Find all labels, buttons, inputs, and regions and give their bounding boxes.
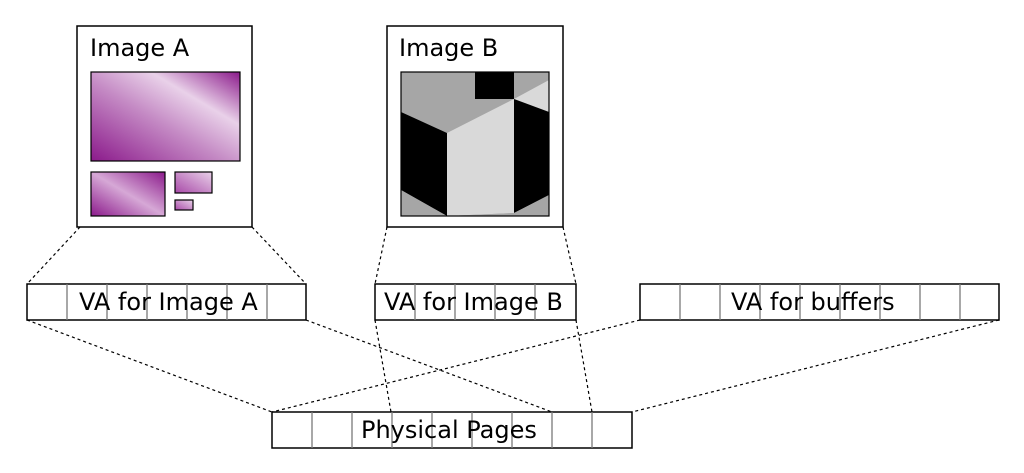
image-a-frame: Image A: [76, 25, 253, 228]
image-b-cube-pattern: [400, 71, 550, 217]
zoom-line-a-right: [251, 226, 307, 285]
map-line-a-right: [305, 319, 553, 413]
image-a-region-large: [90, 71, 241, 162]
map-line-b-left: [374, 319, 392, 413]
va-image-a: VA for Image A: [26, 283, 307, 321]
map-line-a-left: [26, 319, 273, 413]
va-buffers-label: VA for buffers: [731, 288, 895, 316]
physical-pages-label: Physical Pages: [361, 416, 537, 444]
va-image-a-label: VA for Image A: [79, 288, 258, 316]
mapping-lines: [26, 226, 1000, 413]
map-line-buffers-left: [271, 319, 641, 413]
image-a-region-small: [174, 171, 213, 194]
va-buffers-cells: [679, 284, 961, 320]
image-a-title: Image A: [90, 34, 190, 62]
va-buffers: VA for buffers: [639, 283, 1000, 321]
image-a-region-tiny: [174, 199, 194, 211]
zoom-line-b-left: [374, 226, 388, 285]
map-line-buffers-right: [631, 319, 1000, 413]
map-line-b-right: [575, 319, 593, 413]
va-image-a-cells: [66, 284, 268, 320]
zoom-line-a-left: [26, 226, 81, 285]
image-b-title: Image B: [399, 34, 498, 62]
va-image-b: VA for Image B: [374, 283, 577, 321]
zoom-line-b-right: [562, 226, 577, 285]
physical-pages: Physical Pages: [271, 411, 633, 449]
image-a-region-medium: [90, 171, 166, 217]
physical-pages-cells: [311, 412, 593, 448]
va-image-b-cells: [414, 284, 536, 320]
va-image-b-label: VA for Image B: [384, 288, 563, 316]
image-b-frame: Image B: [386, 25, 564, 228]
